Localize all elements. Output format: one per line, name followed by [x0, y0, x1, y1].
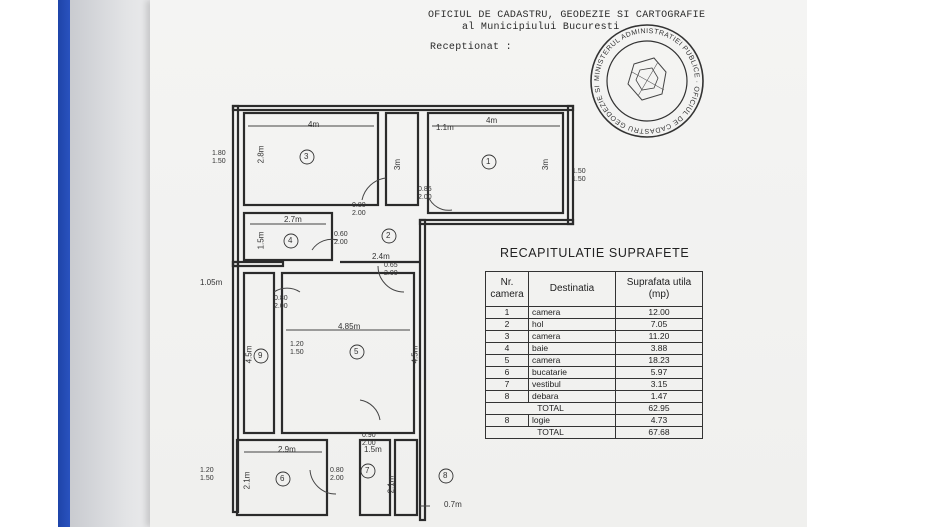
- dim-3m-hall: 3m: [393, 158, 403, 171]
- stamp-seal-icon: MINISTERUL ADMINISTRATIEI PUBLICE · OFIC…: [588, 22, 704, 138]
- dim-4m-left: 4m: [308, 120, 320, 129]
- dim-4m-right: 4m: [486, 116, 498, 125]
- room-label-1: 1: [486, 157, 491, 166]
- dim-1-5m-room4: 1.5m: [256, 231, 266, 250]
- office-line: OFICIUL DE CADASTRU, GEODEZIE SI CARTOGR…: [428, 10, 706, 21]
- dim-2-1m-left: 2.1m: [242, 471, 252, 490]
- col-dest-header: Destinatia: [528, 271, 616, 307]
- room-label-7: 7: [365, 466, 370, 475]
- recap-header-row: Nr. camera Destinatia Suprafata utila (m…: [485, 271, 703, 307]
- dim-2-4m: 2.4m: [372, 252, 390, 261]
- dim-1-1m: 1.1m: [436, 123, 454, 132]
- room-label-5: 5: [354, 347, 359, 356]
- background-right: [807, 0, 938, 527]
- col-area-header: Suprafata utila (mp): [615, 271, 703, 307]
- dim-3m-room1: 3m: [541, 158, 551, 171]
- room-label-3: 3: [304, 152, 309, 161]
- recap-table: Nr. camera Destinatia Suprafata utila (m…: [485, 271, 703, 439]
- official-stamp: MINISTERUL ADMINISTRATIEI PUBLICE · OFIC…: [588, 22, 706, 140]
- room-label-6: 6: [280, 474, 285, 483]
- binder-page-edges: [70, 0, 165, 527]
- col-nr-header: Nr. camera: [485, 271, 529, 307]
- dim-2-8m: 2.8m: [256, 145, 266, 164]
- dim-2-9m: 2.9m: [278, 445, 296, 454]
- recap-title: RECAPITULATIE SUPRAFETE: [500, 246, 690, 260]
- room-label-8: 8: [443, 471, 448, 480]
- room-label-4: 4: [288, 236, 293, 245]
- dim-1-05m: 1.05m: [200, 278, 223, 287]
- dim-4-5m-left: 4.5m: [244, 345, 254, 364]
- dim-4-85m: 4.85m: [338, 322, 361, 331]
- dim-2-1m-right: 2.1m: [386, 475, 396, 494]
- room-label-2: 2: [386, 231, 391, 240]
- dim-0-7m: 0.7m: [444, 500, 462, 509]
- dim-2-7m: 2.7m: [284, 215, 302, 224]
- dim-4-5m-right: 4.5m: [410, 345, 420, 364]
- background-left: [0, 0, 60, 527]
- room-label-9: 9: [258, 351, 263, 360]
- received-label: Receptionat :: [430, 42, 512, 53]
- municipality-line: al Municipiului Bucuresti: [462, 22, 620, 33]
- dim-1-5m-bottom: 1.5m: [364, 445, 382, 454]
